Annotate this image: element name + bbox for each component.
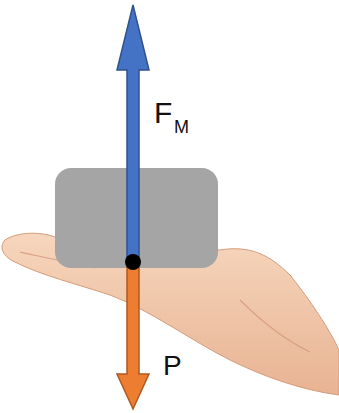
force-arrow-down xyxy=(117,262,149,409)
palm-crease xyxy=(240,300,310,352)
force-symbol: P xyxy=(163,352,182,380)
force-arrow-up xyxy=(117,5,149,262)
force-symbol: F xyxy=(154,98,172,128)
force-subscript: M xyxy=(174,118,189,136)
application-point xyxy=(125,254,141,270)
